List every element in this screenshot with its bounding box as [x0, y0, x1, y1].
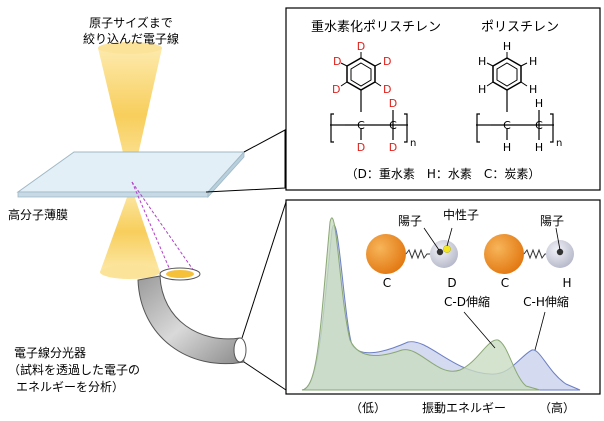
proton-label-left: 陽子 — [398, 214, 422, 228]
h-atom-upper-right: H — [529, 55, 537, 68]
polymer-film — [16, 150, 246, 199]
callout-to-spectrum-bottom — [243, 361, 287, 391]
d-atom-lower-left: D — [332, 83, 340, 96]
spectrum-curves — [301, 217, 581, 391]
beam-label-line2: 絞り込んだ電子線 — [83, 31, 179, 46]
atom-h: H — [562, 276, 571, 290]
peak-cd-pointer — [463, 311, 496, 349]
subscript-n-left: n — [410, 138, 416, 149]
h-atom-upper-left: H — [478, 55, 486, 68]
spectrometer-label-line1: 電子線分光器 — [14, 345, 86, 360]
neutron-pointer — [446, 227, 453, 247]
polystyrene-structure — [476, 52, 554, 143]
ch-model — [484, 234, 574, 274]
beam-label-line1: 原子サイズまで — [89, 15, 173, 30]
axis-low-label: （低） — [350, 401, 386, 415]
c-atom-2: C — [389, 119, 397, 132]
d-atom-chain-top: D — [389, 97, 397, 110]
deuterated-polystyrene-structure — [330, 52, 408, 143]
c-atom-1: C — [357, 119, 365, 132]
spectrometer-tube — [137, 267, 247, 365]
peak-ch-pointer — [534, 311, 546, 351]
spectrometer-label-line2: （試料を透過した電子の — [8, 362, 140, 377]
neutron-label: 中性子 — [443, 207, 479, 222]
axis-title: 振動エネルギー — [422, 401, 506, 415]
d-atom-top: D — [357, 40, 365, 53]
deuterated-title: 重水素化ポリスチレン — [311, 19, 441, 35]
c-atom-3: C — [503, 119, 511, 132]
peak-cd-label: C-D伸縮 — [444, 294, 490, 309]
atom-c-left: C — [383, 276, 391, 290]
scatter-line-1 — [131, 181, 171, 271]
d-atom-lower-right: D — [383, 83, 391, 96]
atom-legend: （D：重水素 H：水素 C：炭素） — [346, 167, 541, 181]
d-atom-chain-bottom-right: D — [389, 141, 397, 154]
atom-c-right: C — [501, 276, 509, 290]
axis-high-label: （高） — [539, 400, 575, 415]
c-atom-4: C — [535, 119, 543, 132]
h-atom-lower-right: H — [529, 83, 537, 96]
h-atom-chain-bottom-right: H — [535, 141, 543, 154]
proton-label-right: 陽子 — [540, 214, 564, 228]
normal-title: ポリスチレン — [481, 20, 559, 35]
d-atom-upper-left: D — [333, 55, 341, 68]
h-atom-chain-bottom-left: H — [503, 141, 511, 154]
molecule-box — [285, 7, 601, 191]
electron-beam — [98, 42, 162, 279]
spectrometer-label-line3: エネルギーを分析） — [16, 380, 124, 394]
d-atom-upper-right: D — [383, 55, 391, 68]
h-atom-lower-left: H — [478, 83, 486, 96]
scatter-line-2 — [131, 181, 197, 275]
atom-d: D — [447, 276, 456, 290]
proton-pointer-right — [555, 227, 561, 251]
film-label: 高分子薄膜 — [8, 207, 68, 222]
callout-to-molecules — [205, 129, 286, 193]
d-atom-chain-bottom-left: D — [357, 141, 365, 154]
h-atom-top: H — [503, 40, 511, 53]
peak-ch-label: C-H伸縮 — [523, 294, 569, 309]
callout-to-spectrum-top — [241, 201, 287, 339]
subscript-n-right: n — [556, 138, 562, 149]
proton-pointer-left — [423, 227, 440, 251]
h-atom-chain-top: H — [535, 97, 543, 110]
